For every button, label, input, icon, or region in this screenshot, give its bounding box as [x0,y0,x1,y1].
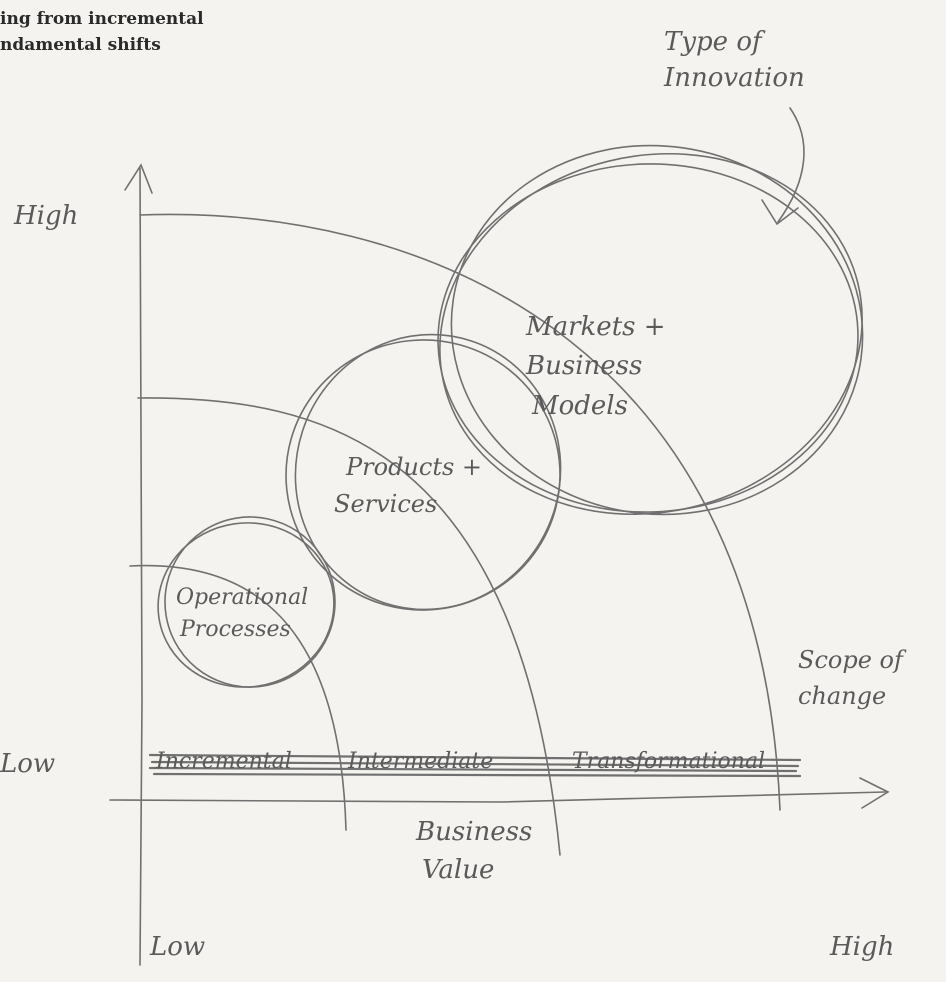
x-axis-title-line-2: Value [422,855,494,885]
y-axis-low-label: Low [0,749,55,779]
circle-products [285,333,562,611]
scope-label-line-2: change [798,682,886,710]
band-transformational: Transformational [572,749,765,774]
circle-label-products-1: Products + [345,453,482,481]
type-arrow-head [761,199,799,226]
x-axis-title-line-1: Business [415,817,532,847]
circle-label-markets-1: Markets + [525,312,666,342]
type-label-line-1: Type of [664,27,766,57]
band-incremental: Incremental [155,749,292,774]
band-intermediate: Intermediate [347,749,493,774]
guide-curve-large [139,213,781,811]
scope-label-line-1: Scope of [798,646,907,674]
y-axis-high-label: High [13,201,78,231]
circle-label-products-2: Services [334,490,437,518]
guide-curve-medium [137,397,561,856]
type-arrow [777,107,805,223]
circle-markets [437,144,864,516]
caption-line-1: ing from incremental [0,9,204,29]
x-axis [109,791,886,803]
circle-label-markets-3: Models [531,391,628,421]
band-scribble [148,753,802,778]
type-label-line-2: Innovation [663,63,805,93]
y-axis [139,167,143,966]
x-axis-arrowhead [859,777,890,809]
circle-label-operational-2: Processes [179,617,291,642]
circle-label-operational-1: Operational [176,585,308,610]
y-axis-arrowhead [124,163,153,194]
x-axis-high-label: High [829,932,894,962]
caption: ing from incremental ndamental shifts [0,6,360,58]
x-axis-low-label: Low [149,932,205,962]
circle-operational [157,516,336,688]
guide-curve-small [129,564,347,831]
caption-line-2: ndamental shifts [0,35,161,55]
circle-label-markets-2: Business [525,351,642,381]
